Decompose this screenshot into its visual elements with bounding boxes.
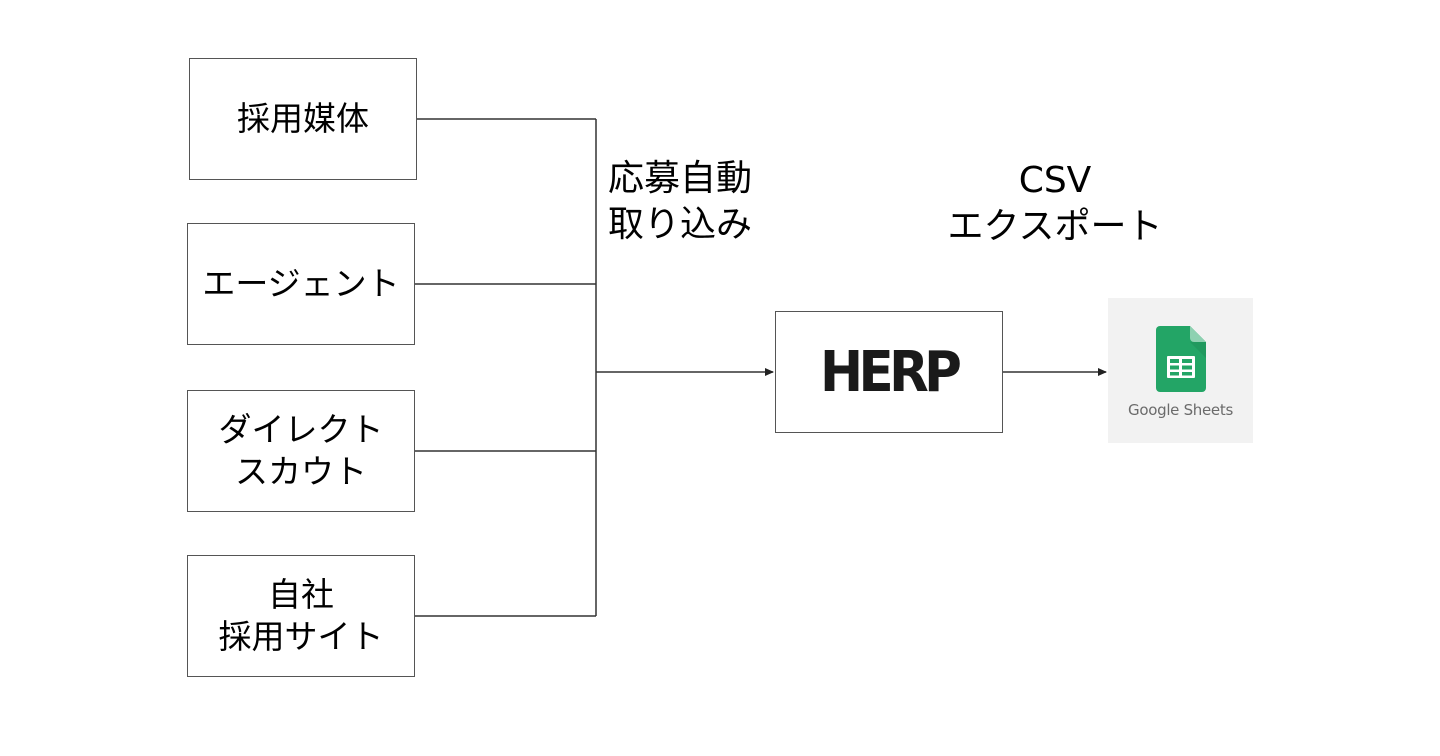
source-box-recruiting-media: 採用媒体 bbox=[189, 58, 417, 180]
source-box-agent: エージェント bbox=[187, 223, 415, 345]
source-box-company-site: 自社 採用サイト bbox=[187, 555, 415, 677]
herp-logo: HERP bbox=[820, 339, 962, 405]
import-label: 応募自動 取り込み bbox=[608, 158, 753, 245]
source-label: ダイレクト スカウト bbox=[218, 410, 384, 491]
source-label: 採用媒体 bbox=[237, 99, 369, 138]
source-box-direct-scout: ダイレクト スカウト bbox=[187, 390, 415, 512]
herp-box: HERP bbox=[775, 311, 1003, 433]
export-label: CSV エクスポート bbox=[947, 160, 1163, 247]
source-label: 自社 採用サイト bbox=[218, 575, 384, 656]
google-sheets-label: Google Sheets bbox=[1128, 401, 1233, 419]
google-sheets-icon bbox=[1156, 326, 1206, 392]
google-sheets-tile: Google Sheets bbox=[1108, 298, 1253, 443]
source-label: エージェント bbox=[202, 264, 400, 303]
